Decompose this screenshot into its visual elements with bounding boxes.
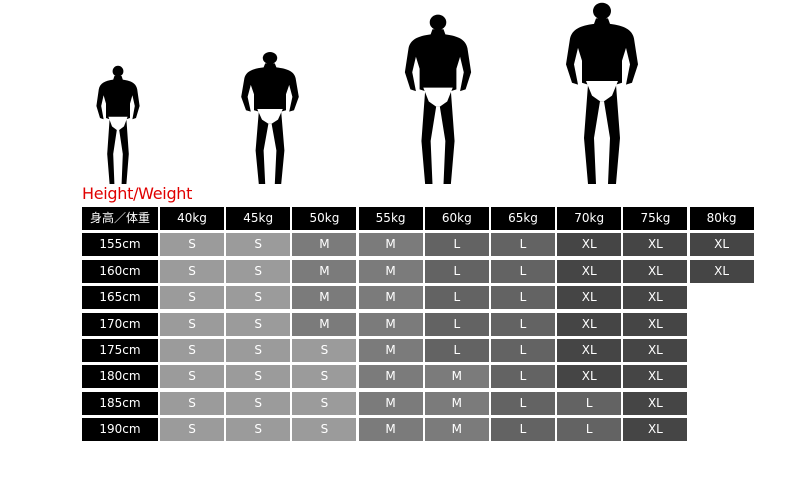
size-cell: XL <box>557 233 622 257</box>
size-cell: S <box>160 312 224 336</box>
size-cell: S <box>292 391 357 415</box>
size-cell: XL <box>557 312 622 336</box>
row-height-label: 155cm <box>82 233 158 257</box>
size-cell: M <box>292 233 357 257</box>
size-cell: L <box>491 418 555 442</box>
size-cell: M <box>358 365 423 389</box>
size-cell: XL <box>623 418 688 442</box>
row-height-label: 180cm <box>82 365 158 389</box>
header-weight: 75kg <box>623 207 688 230</box>
size-cell: XL <box>623 339 688 362</box>
silhouette-medium <box>241 52 299 184</box>
silhouette-large <box>404 14 472 184</box>
size-cell: XL <box>623 391 688 415</box>
header-weight: 65kg <box>491 207 555 230</box>
size-cell: M <box>424 391 489 415</box>
size-cell: L <box>491 312 555 336</box>
size-cell: S <box>160 339 224 362</box>
size-cell: L <box>424 259 489 283</box>
size-cell: M <box>292 259 357 283</box>
size-cell: S <box>226 286 291 310</box>
size-cell: S <box>292 418 357 442</box>
size-cell: S <box>160 418 224 442</box>
row-height-label: 165cm <box>82 286 158 310</box>
size-cell: S <box>226 339 291 362</box>
size-cell: M <box>424 365 489 389</box>
size-cell: M <box>424 418 489 442</box>
size-cell: XL <box>623 259 688 283</box>
size-cell: M <box>292 286 357 310</box>
size-cell: L <box>424 312 489 336</box>
row-height-label: 185cm <box>82 391 158 415</box>
size-cell: M <box>292 312 357 336</box>
size-cell: M <box>358 286 423 310</box>
size-cell: S <box>160 365 224 389</box>
silhouette-small <box>96 65 140 184</box>
size-cell: M <box>358 391 423 415</box>
size-cell: L <box>491 233 555 257</box>
header-weight: 70kg <box>557 207 622 230</box>
size-cell: XL <box>689 259 754 283</box>
size-cell: XL <box>557 339 622 362</box>
size-cell: S <box>226 365 291 389</box>
size-cell: S <box>226 233 291 257</box>
size-cell: XL <box>557 286 622 310</box>
size-cell: L <box>424 339 489 362</box>
header-weight: 80kg <box>689 207 754 230</box>
size-cell: S <box>226 259 291 283</box>
size-cell: XL <box>623 233 688 257</box>
size-cell: S <box>226 391 291 415</box>
size-cell: XL <box>557 259 622 283</box>
size-cell: XL <box>557 365 622 389</box>
size-cell: L <box>557 418 622 442</box>
size-cell: S <box>160 391 224 415</box>
size-cell: M <box>358 312 423 336</box>
size-cell: M <box>358 339 423 362</box>
size-cell: XL <box>689 233 754 257</box>
size-cell: S <box>292 339 357 362</box>
header-weight: 45kg <box>226 207 291 230</box>
header-weight: 40kg <box>160 207 224 230</box>
size-cell: L <box>491 259 555 283</box>
header-weight: 50kg <box>292 207 357 230</box>
size-cell: S <box>160 259 224 283</box>
row-height-label: 175cm <box>82 339 158 362</box>
size-cell: XL <box>623 365 688 389</box>
row-height-label: 160cm <box>82 259 158 283</box>
chart-title: Height/Weight <box>82 184 193 203</box>
size-cell: L <box>424 286 489 310</box>
size-cell: M <box>358 418 423 442</box>
size-cell: XL <box>623 286 688 310</box>
header-weight: 55kg <box>358 207 423 230</box>
size-cell: L <box>557 391 622 415</box>
header-corner: 身高／体重 <box>82 207 158 230</box>
row-height-label: 170cm <box>82 312 158 336</box>
size-cell: L <box>491 365 555 389</box>
size-cell: XL <box>623 312 688 336</box>
size-cell: S <box>226 418 291 442</box>
size-cell: L <box>491 391 555 415</box>
header-weight: 60kg <box>424 207 489 230</box>
size-cell: S <box>160 233 224 257</box>
row-height-label: 190cm <box>82 418 158 442</box>
silhouette-xlarge <box>566 2 638 184</box>
size-cell: S <box>226 312 291 336</box>
size-cell: L <box>491 286 555 310</box>
size-cell: S <box>292 365 357 389</box>
size-cell: L <box>491 339 555 362</box>
size-cell: M <box>358 233 423 257</box>
size-cell: M <box>358 259 423 283</box>
size-cell: S <box>160 286 224 310</box>
size-cell: L <box>424 233 489 257</box>
